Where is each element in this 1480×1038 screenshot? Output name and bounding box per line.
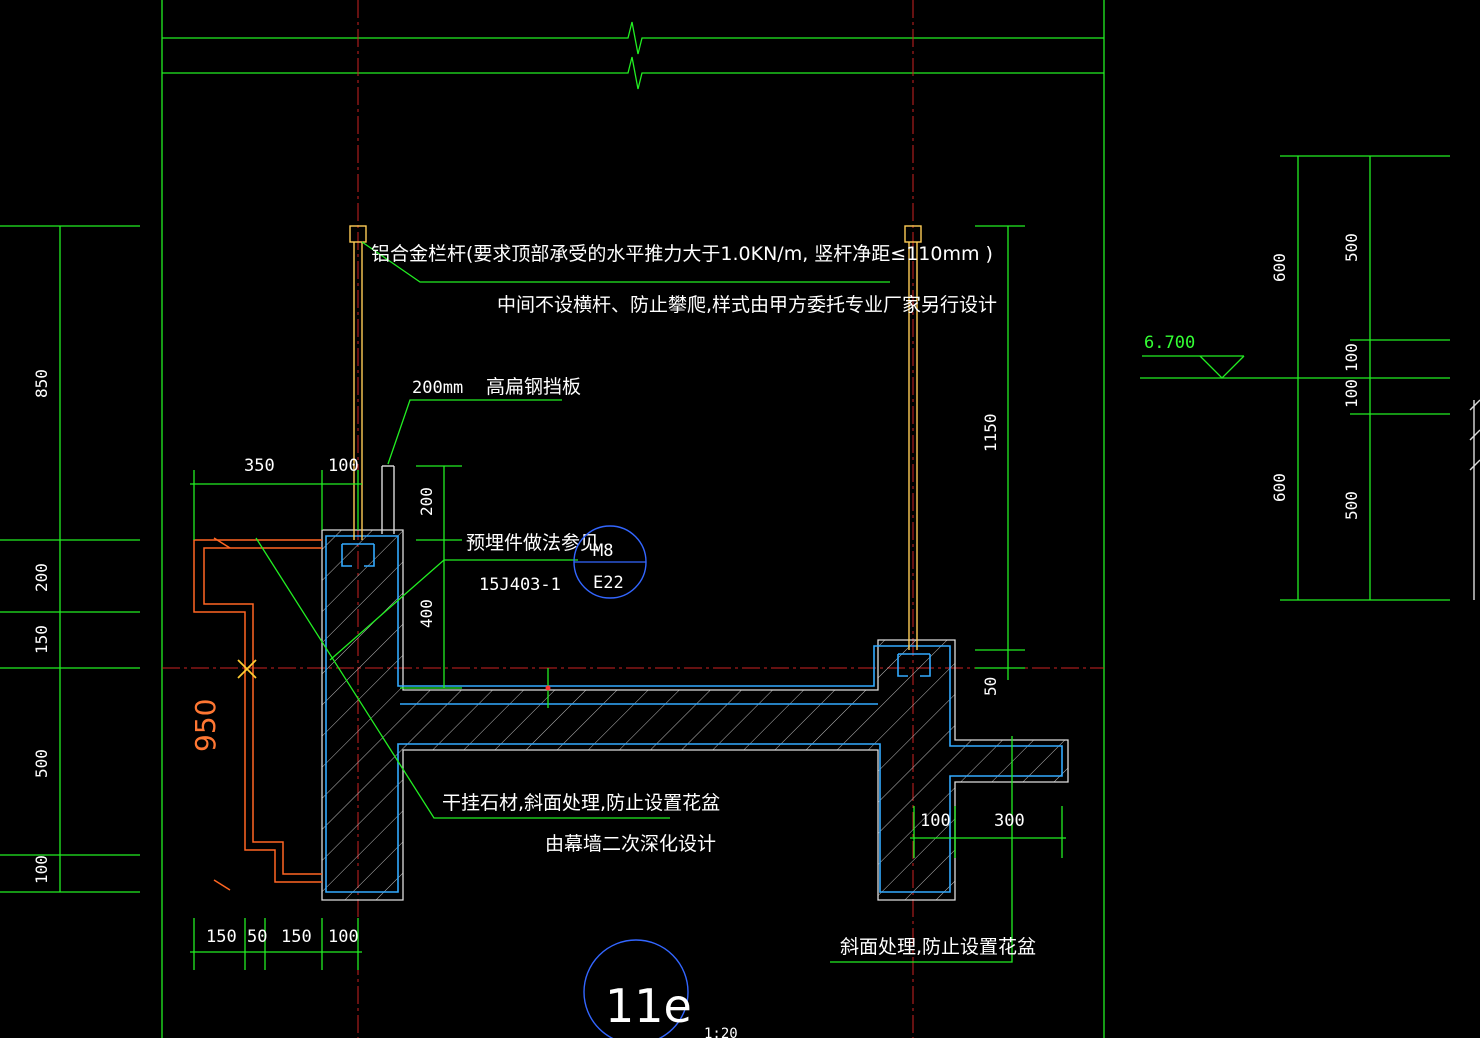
- top-dimension-chain: 350 100: [190, 456, 362, 540]
- dim-100-upper: 100: [1342, 343, 1361, 372]
- dim-50: 50: [981, 677, 1000, 696]
- railing-post-right: [897, 225, 931, 677]
- detail-ref-top: M8: [593, 541, 613, 561]
- dim-600-lower: 600: [1270, 473, 1289, 502]
- stone-note: 干挂石材,斜面处理,防止设置花盆 由幕墙二次深化设计: [255, 537, 720, 855]
- railing-note: 铝合金栏杆(要求顶部承受的水平推力大于1.0KN/m, 竖杆净距≤110mm )…: [361, 241, 997, 316]
- dim-150-bottom-a: 150: [206, 927, 237, 947]
- ledge-dimension-chain: 100 300: [910, 806, 1066, 858]
- railing-note-line1: 铝合金栏杆(要求顶部承受的水平推力大于1.0KN/m, 竖杆净距≤110mm ): [371, 243, 993, 265]
- dim-500: 500: [32, 749, 51, 778]
- dim-100-ledge: 100: [920, 811, 951, 831]
- railing-note-line2: 中间不设横杆、防止攀爬,样式由甲方委托专业厂家另行设计: [497, 294, 997, 316]
- railing-height-dimension: 1150 50: [975, 225, 1025, 696]
- detail-scale: 1:20: [704, 1026, 738, 1038]
- left-dimension-chain: 850 200 150 500 100: [0, 225, 140, 893]
- dim-350: 350: [244, 456, 275, 476]
- overall-height-950: 950: [189, 699, 222, 752]
- stone-cladding: [193, 537, 322, 891]
- dim-850: 850: [32, 369, 51, 398]
- dim-600-upper: 600: [1270, 253, 1289, 282]
- bottom-dimension-chain: 150 50 150 100: [190, 918, 362, 970]
- steel-plate-note: 200mm 高扁钢挡板: [387, 376, 581, 465]
- stone-note-line1: 干挂石材,斜面处理,防止设置花盆: [442, 792, 720, 814]
- detail-number: 11e: [605, 979, 692, 1033]
- center-cross-icon: [237, 659, 257, 679]
- dim-150: 150: [32, 625, 51, 654]
- waterproof-layer: [325, 535, 1063, 893]
- steel-plate-size: 200mm: [412, 378, 463, 398]
- detail-title: 11e 1:20: [583, 939, 738, 1038]
- embed-ref-text: 预埋件做法参见: [466, 532, 599, 554]
- embed-note: 预埋件做法参见 15J403-1 M8 E22: [329, 525, 647, 661]
- elevation-value: 6.700: [1144, 333, 1195, 353]
- dim-200-curb: 200: [417, 487, 436, 516]
- stone-note-line2: 由幕墙二次深化设计: [545, 833, 716, 855]
- dim-500-lower: 500: [1342, 491, 1361, 520]
- detail-ref-bottom: E22: [593, 573, 624, 593]
- dim-400-curb: 400: [417, 599, 436, 628]
- dim-50-bottom: 50: [247, 927, 267, 947]
- dim-100-top: 100: [328, 456, 359, 476]
- dim-100: 100: [32, 855, 51, 884]
- curb-dimension-chain: 200 400: [400, 465, 551, 708]
- slope-note: 斜面处理,防止设置花盆: [830, 736, 1036, 963]
- dim-300-ledge: 300: [994, 811, 1025, 831]
- dim-100-lower: 100: [1342, 379, 1361, 408]
- concrete-section: [321, 529, 1069, 901]
- dim-500-upper: 500: [1342, 233, 1361, 262]
- railing-post-left: [341, 225, 375, 567]
- steel-plate-label: 高扁钢挡板: [486, 376, 581, 398]
- dim-1150: 1150: [981, 413, 1000, 452]
- slope-note-text: 斜面处理,防止设置花盆: [840, 936, 1036, 958]
- dim-200: 200: [32, 563, 51, 592]
- embed-atlas-code: 15J403-1: [479, 575, 561, 595]
- dim-150-bottom-b: 150: [281, 927, 312, 947]
- dim-100-bottom: 100: [328, 927, 359, 947]
- side-elevation-detail: 600 600 500 100 100 500 6.700: [1140, 155, 1480, 601]
- steel-plate: [381, 465, 395, 534]
- drawing-frame: [161, 0, 1105, 1038]
